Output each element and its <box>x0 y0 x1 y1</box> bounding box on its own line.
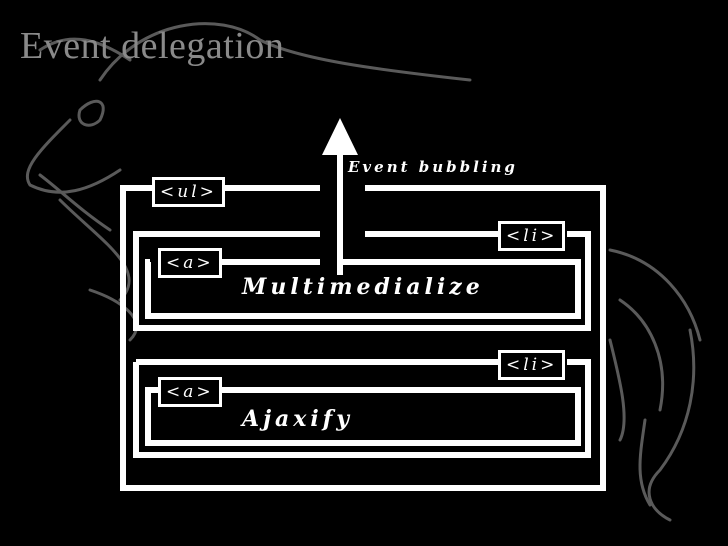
li-tag-1: <li> <box>498 221 566 251</box>
a-tag-1: <a> <box>158 248 222 278</box>
a-box-1 <box>145 259 581 319</box>
li-tag-2: <li> <box>498 350 566 380</box>
bubbling-arrow-head <box>322 118 358 155</box>
bubbling-label: Event bubbling <box>348 158 518 176</box>
link-text-1: Multimedialize <box>242 274 484 300</box>
ul-box <box>120 185 606 491</box>
li-box-2 <box>133 359 591 458</box>
li-box-1 <box>133 231 591 331</box>
slide-title: Event delegation <box>20 25 285 67</box>
ul-tag: <ul> <box>152 177 225 207</box>
a-box-2 <box>145 387 581 446</box>
a-tag-2: <a> <box>158 377 222 407</box>
link-text-2: Ajaxify <box>242 406 354 432</box>
